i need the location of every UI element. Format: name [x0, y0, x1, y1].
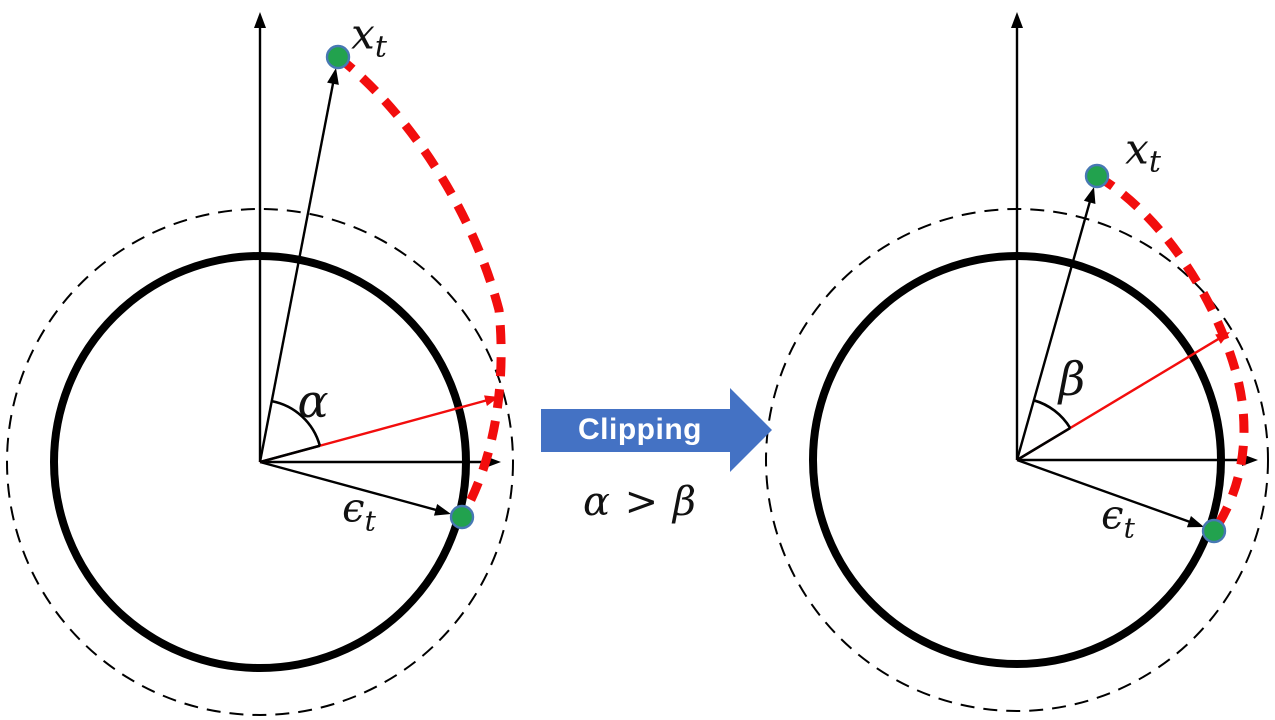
epsilon-vector-left-line	[259, 460, 438, 512]
epsilon-vector-right-arrowhead	[1186, 515, 1204, 528]
xt-label-right: xt	[1125, 128, 1161, 177]
epsilon-point-left	[449, 504, 475, 530]
xt-label-right-main: x	[1125, 124, 1149, 174]
epsilon-point-right	[1201, 518, 1227, 544]
angle-arc-left	[271, 399, 322, 447]
beta-angle-label: β	[1058, 352, 1086, 406]
xt-label-right-sub: t	[1148, 144, 1161, 180]
angle-arc-right	[1033, 399, 1072, 429]
xt-vector-right-line	[1015, 200, 1092, 461]
xt-label-left: xt	[351, 13, 387, 62]
epsilon-vector-left-arrowhead	[433, 504, 451, 516]
clipping-arrow-label: Clipping	[578, 413, 702, 446]
epsilon-label-left-main: ϵ	[342, 485, 365, 532]
epsilon-label-right: ϵt	[1101, 496, 1135, 543]
y-axis-right-arrowhead	[1011, 12, 1023, 28]
xt-vector-left-line	[258, 81, 335, 463]
alpha-greater-beta-caption: α > β	[582, 479, 698, 525]
xt-label-left-sub: t	[374, 29, 387, 65]
xt-point-left	[325, 44, 351, 70]
epsilon-vector-right-line	[1016, 458, 1192, 524]
red-dashed-trajectory-right	[1094, 172, 1249, 534]
clipping-arrow-shape	[541, 388, 772, 472]
angle-edge-left	[259, 444, 321, 464]
epsilon-label-right-sub: t	[1123, 511, 1135, 545]
epsilon-label-left-sub: t	[364, 504, 376, 538]
angle-edge-right	[1016, 426, 1071, 462]
epsilon-label-right-main: ϵ	[1101, 492, 1124, 539]
y-axis-left-arrowhead	[254, 12, 266, 28]
xt-point-right	[1084, 163, 1110, 189]
xt-vector-right-arrowhead	[1083, 187, 1096, 205]
xt-vector-left-arrowhead	[327, 68, 339, 85]
epsilon-label-left: ϵt	[342, 489, 376, 536]
dashed-circle-left	[6, 208, 514, 716]
xt-label-left-main: x	[351, 9, 375, 59]
red-dashed-trajectory-left	[335, 53, 506, 520]
alpha-angle-label: α	[297, 374, 329, 428]
